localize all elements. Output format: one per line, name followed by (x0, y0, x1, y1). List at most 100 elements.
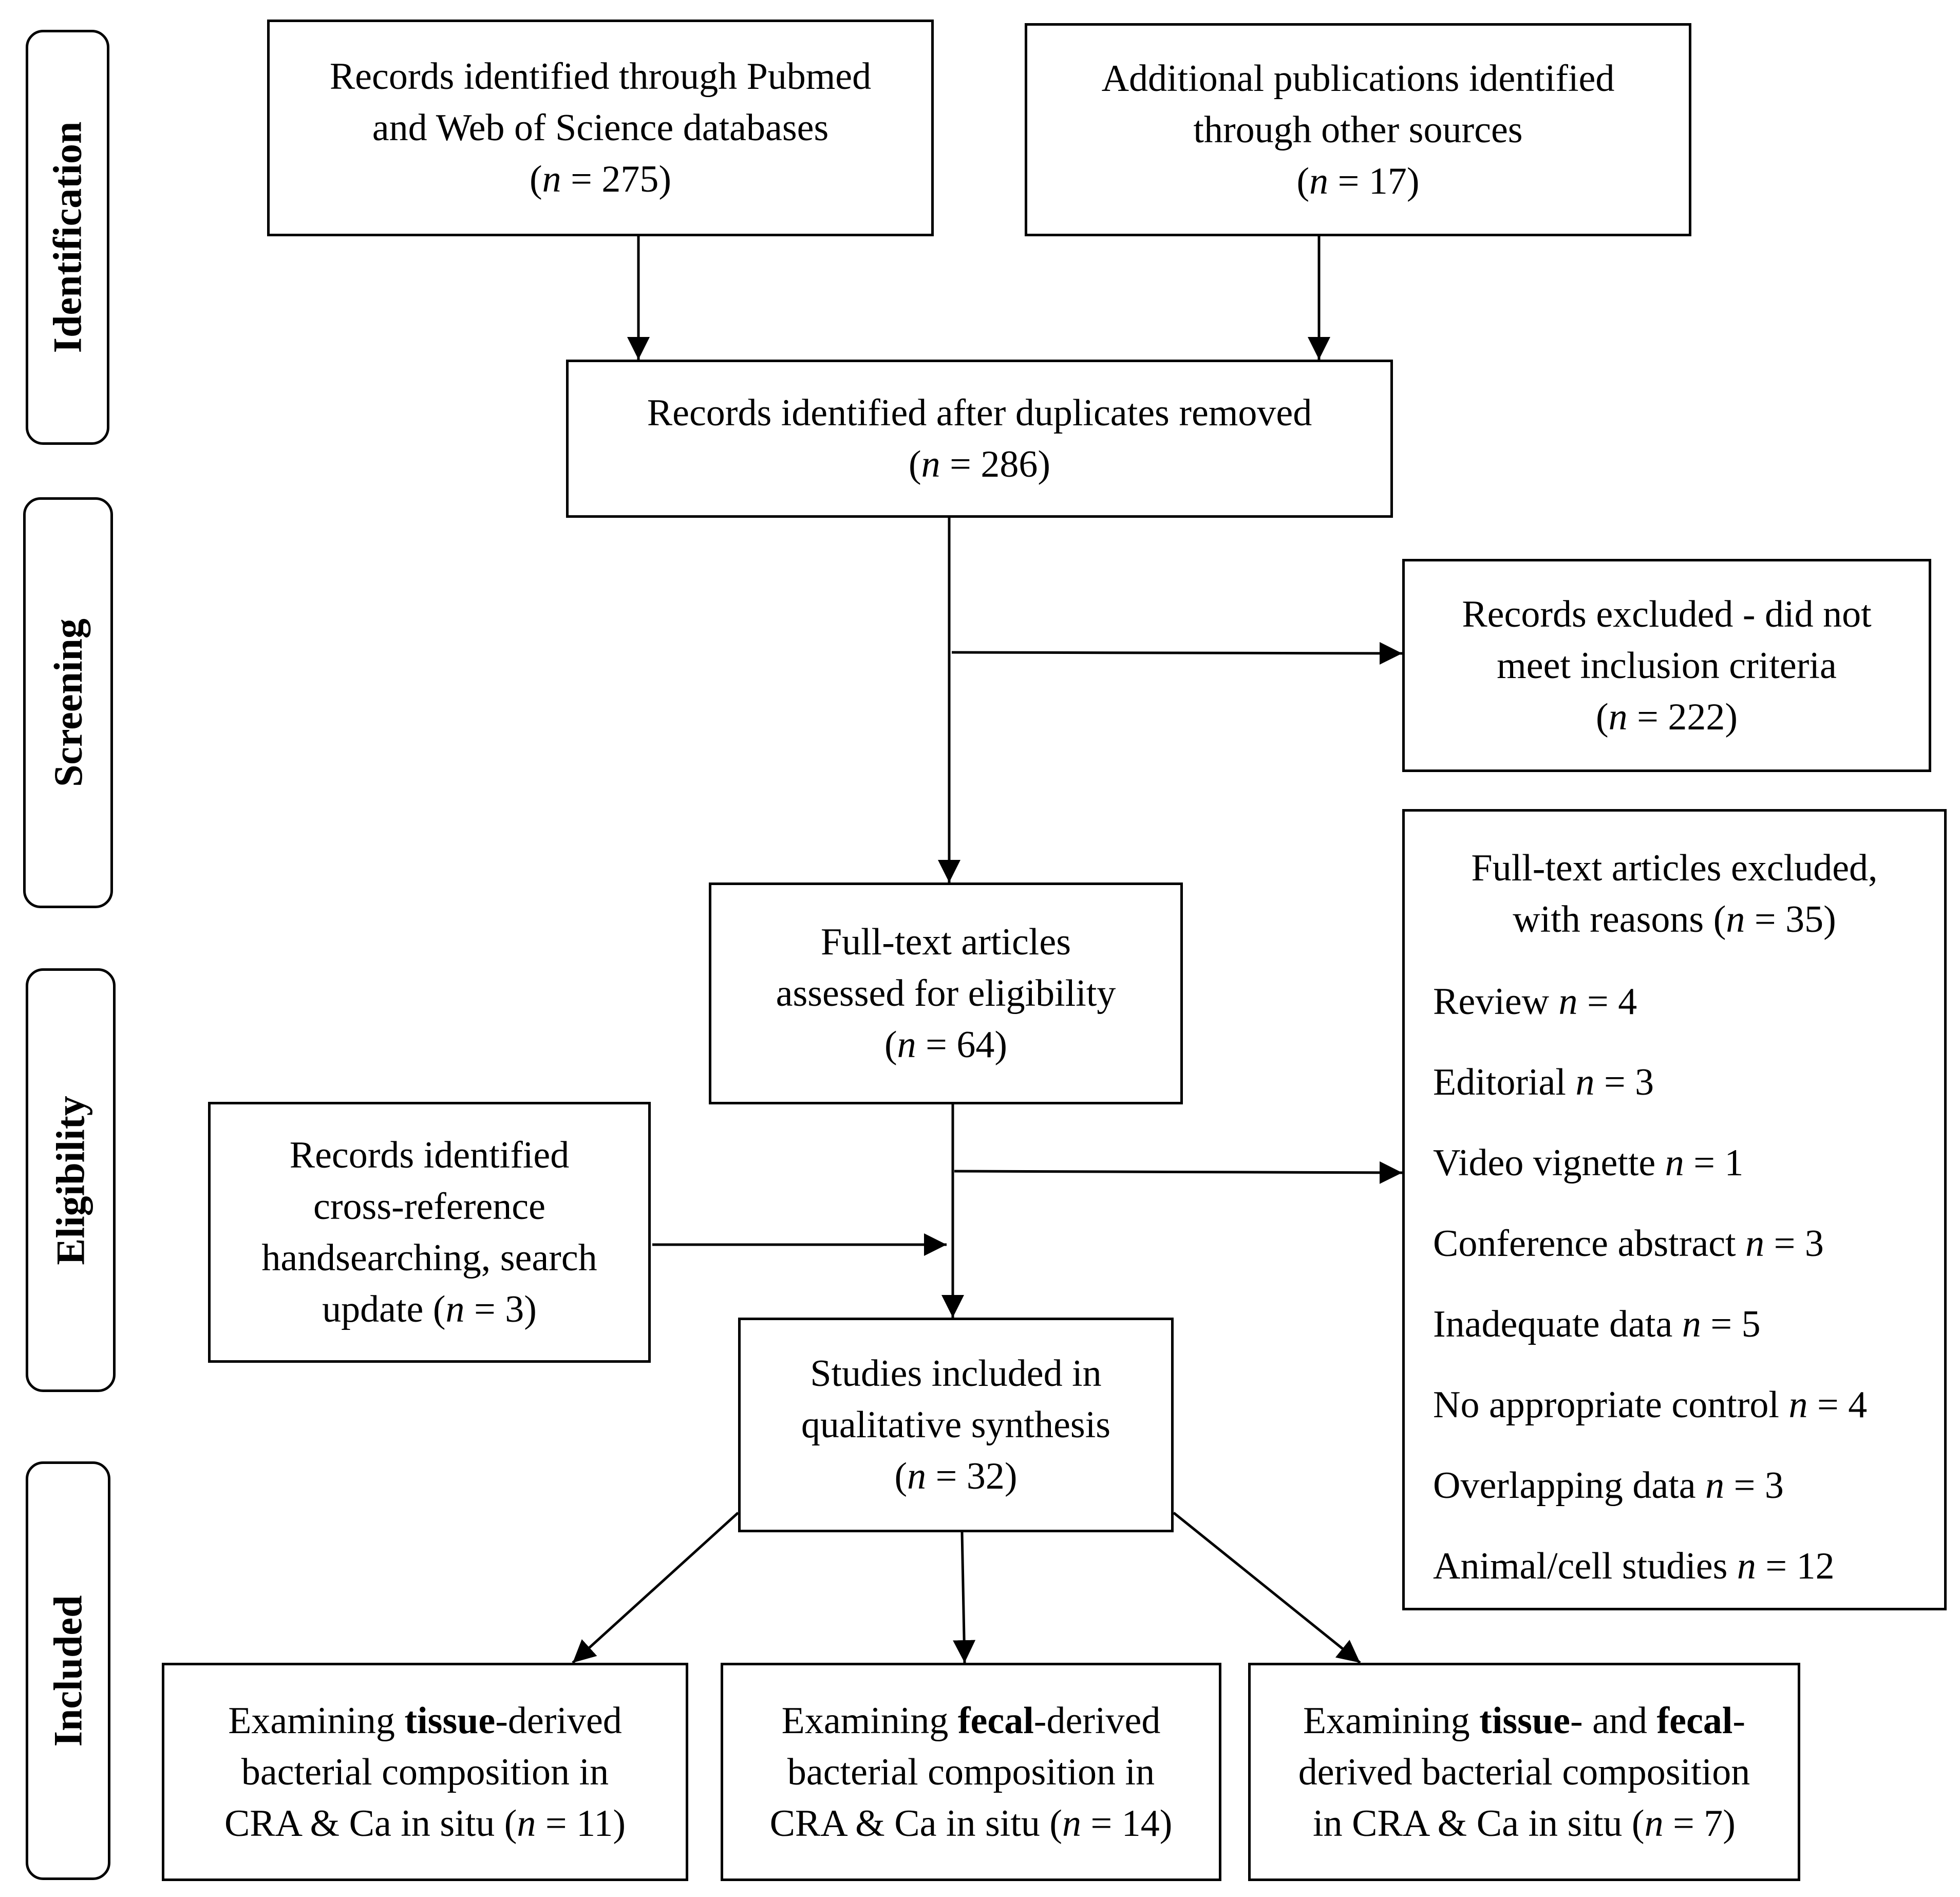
excluded-heading-line1: Full-text articles excluded, (1471, 847, 1878, 889)
count-value: = 275) (561, 158, 672, 200)
box-both-count: in CRA & Ca in situ (n = 7) (1313, 1798, 1736, 1849)
paren-open: ( (884, 1024, 897, 1066)
count-value: = 286) (940, 443, 1051, 485)
n-symbol: n (1682, 1303, 1701, 1345)
excluded-heading-line2: with reasons (n = 35) (1405, 894, 1944, 945)
n-symbol: n (1705, 1464, 1725, 1507)
text-part: Examining (1303, 1699, 1480, 1742)
box-records-excluded: Records excluded - did not meet inclusio… (1402, 559, 1931, 772)
box-pubmed-records: Records identified through Pubmed and We… (267, 20, 934, 236)
n-symbol: n (1644, 1802, 1664, 1845)
box-dedup-count: (n = 286) (909, 439, 1050, 490)
count-prefix: CRA & Ca in situ ( (769, 1802, 1063, 1845)
phase-included: Included (26, 1461, 110, 1880)
box-fecal-count: CRA & Ca in situ (n = 14) (770, 1798, 1173, 1849)
box-tissue-and-fecal-derived: Examining tissue- and fecal- derived bac… (1248, 1663, 1800, 1881)
reason-count: = 3 (1594, 1061, 1654, 1103)
paren-open: ( (529, 158, 542, 200)
arrow-included-to-both (1173, 1512, 1361, 1664)
box-tissue-count: CRA & Ca in situ (n = 11) (224, 1798, 626, 1849)
box-excluded-line2: meet inclusion criteria (1497, 644, 1837, 687)
box-fulltext-count: (n = 64) (884, 1019, 1007, 1070)
n-symbol: n (1665, 1142, 1684, 1184)
count-prefix: CRA & Ca in situ ( (224, 1802, 517, 1845)
reason-item: Inadequate data n = 5 (1405, 1299, 1944, 1350)
n-symbol: n (1726, 898, 1745, 941)
count-value: = 3) (464, 1288, 537, 1330)
box-other-line2: through other sources (1193, 108, 1523, 151)
n-symbol: n (1788, 1384, 1808, 1426)
box-tissue-line1: Examining tissue-derived (228, 1695, 622, 1746)
phase-screening: Screening (23, 497, 113, 908)
box-crossref-line1: Records identified (289, 1134, 570, 1176)
reason-label: Editorial (1433, 1061, 1576, 1103)
reason-item: No appropriate control n = 4 (1405, 1379, 1944, 1431)
box-included-count: (n = 32) (894, 1451, 1017, 1502)
reason-count: = 5 (1701, 1303, 1761, 1345)
reason-item: Review n = 4 (1405, 976, 1944, 1027)
box-included-line1: Studies included in (810, 1353, 1102, 1395)
heading-prefix: with reasons ( (1513, 898, 1726, 941)
paren-open: ( (894, 1455, 908, 1497)
phase-eligibility: Eligibility (26, 968, 116, 1392)
arrow-to-records-excluded (951, 642, 1403, 665)
box-tissue-derived: Examining tissue-derived bacterial compo… (162, 1663, 688, 1881)
n-symbol: n (542, 158, 561, 200)
count-value: = 11) (536, 1802, 626, 1845)
bold-term: fecal (1656, 1699, 1733, 1742)
n-symbol: n (1745, 1223, 1765, 1265)
text-part: Examining (228, 1699, 405, 1742)
box-fulltext-line1: Full-text articles (820, 921, 1071, 963)
text-part: -derived (1033, 1699, 1161, 1742)
box-excluded-line1: Records excluded - did not (1462, 593, 1872, 635)
text-part: - and (1570, 1699, 1657, 1742)
count-value: = 35) (1745, 898, 1836, 941)
bold-term: fecal (957, 1699, 1034, 1742)
paren-open: ( (1595, 696, 1609, 738)
count-value: = 64) (916, 1024, 1008, 1066)
box-studies-included: Studies included in qualitative synthesi… (738, 1318, 1174, 1532)
reason-item: Conference abstract n = 3 (1405, 1218, 1944, 1269)
box-other-count: (n = 17) (1296, 156, 1419, 207)
reason-item: Overlapping data n = 3 (1405, 1460, 1944, 1511)
phase-identification: Identification (26, 30, 109, 445)
box-cross-reference: Records identified cross-reference hands… (208, 1102, 651, 1363)
n-symbol: n (517, 1802, 536, 1845)
n-symbol: n (897, 1024, 916, 1066)
reason-label: Review (1433, 981, 1559, 1023)
reason-count: = 4 (1807, 1384, 1868, 1426)
n-symbol: n (1558, 981, 1578, 1023)
box-crossref-line2: cross-reference (313, 1186, 545, 1228)
box-excluded-count: (n = 222) (1596, 691, 1738, 743)
count-value: = 32) (926, 1455, 1017, 1497)
box-crossref-line3: handsearching, search (261, 1237, 597, 1279)
reason-count: = 3 (1724, 1464, 1784, 1507)
box-other-line1: Additional publications identified (1101, 57, 1615, 100)
box-fulltext-line2: assessed for eligibility (776, 972, 1116, 1015)
box-dedup-line1: Records identified after duplicates remo… (647, 392, 1312, 434)
text-part: Examining (781, 1699, 958, 1742)
reason-item: Editorial n = 3 (1405, 1057, 1944, 1108)
box-both-line2: derived bacterial composition (1298, 1751, 1750, 1793)
n-symbol: n (921, 443, 940, 485)
reason-count: = 12 (1756, 1545, 1835, 1587)
reason-label: No appropriate control (1433, 1384, 1789, 1426)
reason-label: Overlapping data (1433, 1464, 1706, 1507)
reason-label: Inadequate data (1433, 1303, 1682, 1345)
box-pubmed-count: (n = 275) (530, 154, 671, 205)
box-pubmed-line1: Records identified through Pubmed (329, 55, 872, 98)
reason-label: Conference abstract (1433, 1223, 1746, 1265)
bold-term: tissue (404, 1699, 496, 1742)
reason-count: = 1 (1684, 1142, 1744, 1184)
reason-item: Animal/cell studies n = 12 (1405, 1541, 1944, 1592)
box-fecal-derived: Examining fecal-derived bacterial compos… (721, 1663, 1221, 1881)
paren-open: ( (908, 443, 921, 485)
arrow-to-fulltext-excluded (954, 1161, 1403, 1184)
box-fecal-line2: bacterial composition in (787, 1751, 1155, 1793)
n-symbol: n (907, 1455, 927, 1497)
n-symbol: n (1062, 1802, 1082, 1845)
box-tissue-line2: bacterial composition in (241, 1751, 609, 1793)
count-prefix: in CRA & Ca in situ ( (1313, 1802, 1645, 1845)
